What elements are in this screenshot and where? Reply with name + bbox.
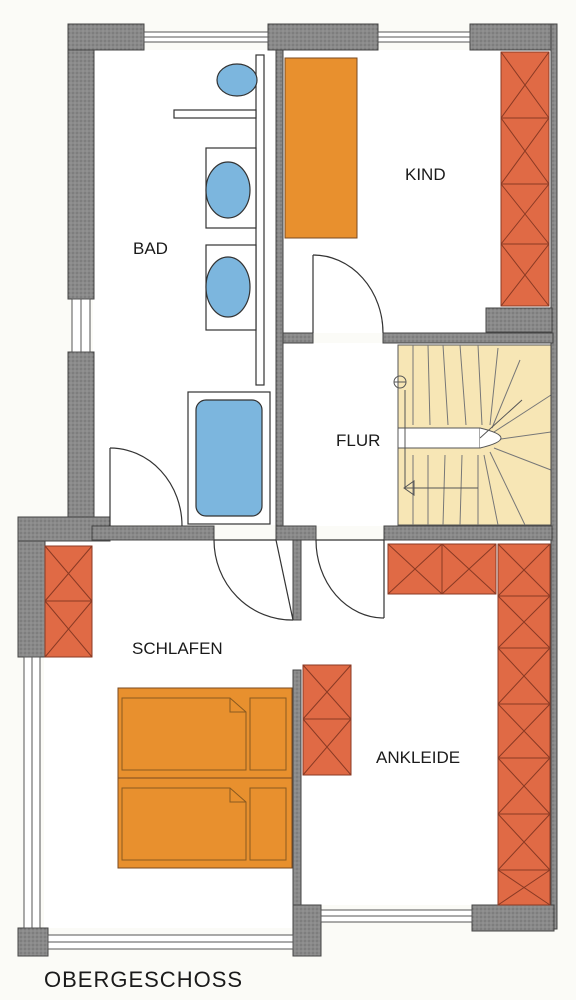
wall-mid-h3 bbox=[383, 525, 553, 541]
wall-left-top bbox=[67, 23, 95, 300]
staircase bbox=[393, 344, 552, 526]
ankleide-top-wardrobe bbox=[387, 543, 497, 595]
bathroom-fixtures bbox=[173, 54, 271, 525]
wall-mid-h bbox=[91, 525, 215, 541]
room-label-kind: KIND bbox=[405, 165, 446, 184]
wall-mid-h2 bbox=[275, 525, 317, 541]
wall-bottom-right bbox=[471, 904, 555, 932]
sink-bottom-icon bbox=[205, 256, 251, 318]
wall-top-right bbox=[469, 23, 557, 51]
doors bbox=[109, 254, 385, 621]
wall-bottom-left bbox=[17, 927, 49, 957]
bad-partition bbox=[255, 54, 265, 386]
ankleide-right-wardrobe bbox=[497, 543, 551, 906]
ankleide-side-wardrobe bbox=[302, 664, 352, 776]
door-schlafen bbox=[213, 539, 294, 621]
windows bbox=[23, 31, 473, 950]
wall-kind-notch bbox=[485, 307, 553, 333]
kind-wardrobe bbox=[500, 51, 550, 307]
wall-bad-kind bbox=[275, 49, 284, 531]
wall-left-mid bbox=[67, 351, 95, 528]
room-label-ankleide: ANKLEIDE bbox=[376, 748, 460, 767]
schlafen-wardrobe bbox=[44, 545, 93, 658]
walls bbox=[17, 23, 558, 957]
wall-schlafen-ankleide bbox=[292, 539, 302, 621]
wall-kind-flur-2 bbox=[382, 332, 554, 344]
wall-top-left bbox=[67, 23, 145, 51]
wall-top-mid bbox=[267, 23, 379, 51]
double-bed-icon bbox=[117, 687, 293, 869]
toilet-tank bbox=[173, 109, 257, 119]
door-bad bbox=[109, 447, 183, 527]
sink-top-icon bbox=[205, 161, 251, 219]
plan-title: OBERGESCHOSS bbox=[44, 967, 243, 992]
toilet-icon bbox=[216, 63, 258, 97]
wall-schlafen-ankleide-2 bbox=[292, 669, 302, 931]
furniture bbox=[44, 51, 551, 906]
wall-right bbox=[550, 23, 558, 930]
room-label-schlafen: SCHLAFEN bbox=[132, 639, 223, 658]
bathtub-icon bbox=[195, 399, 263, 517]
wall-bottom-mid bbox=[292, 904, 322, 957]
wall-kind-flur bbox=[282, 332, 314, 344]
room-label-flur: FLUR bbox=[336, 431, 380, 450]
door-kind bbox=[312, 254, 384, 334]
desk-icon bbox=[284, 57, 358, 239]
door-ankleide bbox=[315, 539, 385, 619]
room-label-bad: BAD bbox=[133, 239, 168, 258]
